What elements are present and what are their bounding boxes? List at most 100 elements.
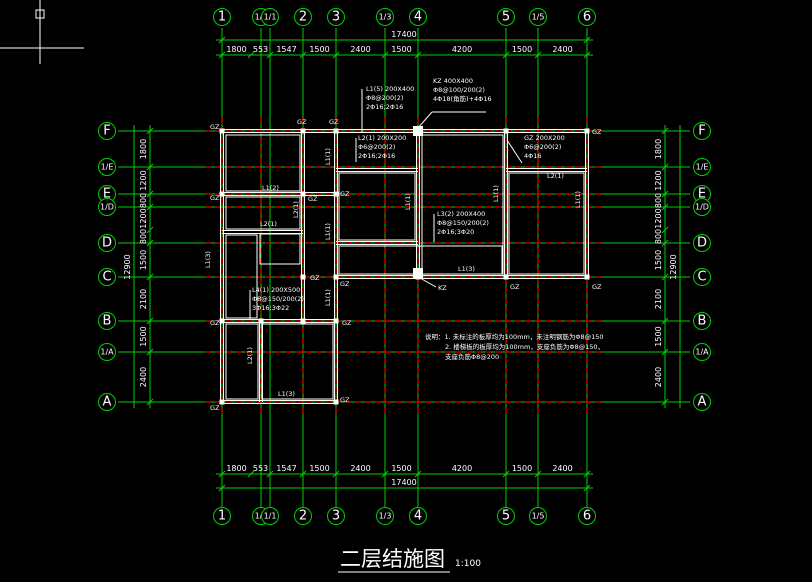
row-bubble-left-7-label: 1/A	[100, 348, 114, 357]
right-dim-tick-7	[661, 317, 669, 325]
gz-label-7: GZ	[340, 280, 350, 288]
left-dim-label-0: 1800	[139, 139, 148, 159]
left-dim-label-6: 2100	[139, 289, 148, 309]
top-dim-label-7: 1500	[512, 45, 532, 54]
row-bubble-left-0-circle	[98, 122, 116, 140]
col-bubble-bottom-0-label: 1	[218, 509, 226, 524]
col-bubble-bottom-2-label: 2	[299, 509, 307, 524]
row-bubble-right-4-label: D	[697, 236, 707, 251]
row-bubble-right-8-circle	[693, 393, 711, 411]
column-gz-7	[333, 191, 339, 197]
right-dim-tick-1	[661, 163, 669, 171]
right-dim-label-7: 1500	[654, 326, 663, 346]
right-dim-tick-0	[661, 127, 669, 135]
right-dim-label-4: 800	[654, 229, 663, 244]
col-bubble-bottom-extra-label: 1/1	[264, 512, 277, 521]
left-dim-label-4: 800	[139, 229, 148, 244]
row-bubble-left-5-label: C	[102, 270, 111, 285]
row-bubble-left-4-label: D	[102, 236, 112, 251]
row-bubble-right-7-label: 1/A	[695, 348, 709, 357]
gz-label-8: GZ	[510, 283, 520, 291]
row-bubble-left-3-circle	[98, 198, 116, 216]
right-dim-tick-8	[661, 348, 669, 356]
column-gz-5	[219, 191, 225, 197]
right-dim-tick-4	[661, 226, 669, 234]
note-line-2: 支座负筋Φ8@200	[445, 352, 499, 361]
col-bubble-bottom-5-label: 4	[414, 509, 422, 524]
col-bubble-bottom-extra-circle	[261, 507, 279, 525]
col-bubble-top-extra-label: 1/1	[264, 13, 277, 22]
beam-label-L2-1d: L2(1)	[246, 347, 254, 364]
inner-box-c	[225, 323, 259, 400]
l3-callout-line-1: Φ8@150/200(2)	[437, 219, 489, 227]
top-dim-label-6: 4200	[452, 45, 472, 54]
bottom-dim-tick-4	[332, 470, 340, 478]
left-dim-label-5: 1500	[139, 250, 148, 270]
beam-label-L1-1g: L1(3)	[278, 390, 295, 398]
col-bubble-bottom-4-circle	[376, 507, 394, 525]
col-bubble-bottom-6-circle	[497, 507, 515, 525]
row-bubble-left-1-circle	[98, 158, 116, 176]
row-bubble-left-8-label: A	[103, 395, 112, 410]
col-bubble-bottom-7-circle	[529, 507, 547, 525]
beam-outlines	[220, 129, 589, 404]
column-gz-6	[300, 191, 306, 197]
left-dim-tick-2	[146, 190, 154, 198]
col-bubble-top-5-circle	[409, 8, 427, 26]
gz-label-3: GZ	[210, 194, 220, 202]
gz-label-2: GZ	[329, 118, 339, 126]
col-bubble-top-2-circle	[294, 8, 312, 26]
axis-bubbles: 111/11/122331/31/344551/51/5661/11/1FF1/…	[98, 8, 711, 525]
col-bubble-top-2-label: 2	[299, 10, 307, 25]
beam-label-L1-1e: L1(1)	[574, 191, 582, 208]
col-bubble-top-7-label: 1/5	[532, 13, 545, 22]
bottom-dim-tick-1	[247, 470, 255, 478]
bottom-dim-label-7: 1500	[512, 464, 532, 473]
bottom-dim-tick-2	[266, 470, 274, 478]
drawing-scale: 1:100	[455, 559, 481, 569]
row-bubble-right-8-label: A	[698, 395, 707, 410]
top-dim-label-8: 2400	[552, 45, 572, 54]
top-total-tick-b	[583, 36, 591, 44]
kz-callout-line-1: Φ8@100/200(2)	[433, 86, 485, 94]
col-bubble-top-8-label: 6	[583, 10, 591, 25]
gz-label-12: GZ	[210, 404, 220, 412]
row-bubble-right-6-label: B	[698, 314, 707, 329]
beam-label-L1-1b: L1(1)	[324, 223, 332, 240]
top-dim-tick-8	[534, 51, 542, 59]
top-dim-label-5: 1500	[391, 45, 411, 54]
column-gz-17	[333, 399, 339, 405]
gz-label-14: GZ	[592, 128, 602, 136]
l1-callout-line-0: L1(5) 200X400	[366, 85, 414, 93]
kz-callout-leader	[417, 111, 433, 129]
top-dim-tick-0	[218, 51, 226, 59]
beam-label-L2-1b: L2(1)	[260, 220, 277, 228]
col-bubble-bottom-2-circle	[294, 507, 312, 525]
bottom-dim-label-3: 1500	[309, 464, 329, 473]
column-gz-18	[258, 318, 264, 324]
bottom-dim-label-6: 4200	[452, 464, 472, 473]
bottom-total-label: 17400	[391, 478, 416, 487]
col-bubble-bottom-4-label: 1/3	[379, 512, 392, 521]
gz-label-4: GZ	[308, 195, 318, 203]
inner-box-i	[508, 172, 585, 275]
top-dim-tick-5	[381, 51, 389, 59]
right-dim-tick-6	[661, 273, 669, 281]
bottom-total-tick-b	[583, 484, 591, 492]
row-bubble-right-0-label: F	[698, 124, 705, 139]
bottom-dim-label-4: 2400	[350, 464, 370, 473]
note-line-0: 说明：1. 未标注的板厚均为100mm，未注明钢筋为Φ8@150	[425, 332, 604, 341]
l1-callout-line-1: Φ8@200(2)	[366, 94, 403, 102]
kz-callout-line-2: 4Φ18(角筋)+4Φ16	[433, 94, 492, 103]
beam-label-L1-1d: L1(1)	[492, 185, 500, 202]
column-gz-9	[333, 274, 339, 280]
beam-label-L1-3: L1(3)	[458, 265, 475, 273]
column-gz-11	[503, 274, 509, 280]
top-dim-tick-2	[266, 51, 274, 59]
right-dim-label-6: 2100	[654, 289, 663, 309]
col-bubble-bottom-7-label: 1/5	[532, 512, 545, 521]
right-dim-tick-9	[661, 398, 669, 406]
l2-callout-line-1: Φ6@200(2)	[358, 143, 395, 151]
col-bubble-bottom-6-label: 5	[502, 509, 510, 524]
